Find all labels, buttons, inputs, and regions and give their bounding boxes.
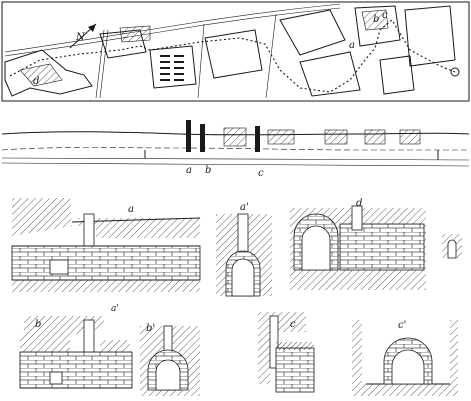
plan-label-c: c bbox=[382, 10, 388, 21]
detail-c-section: c bbox=[258, 312, 315, 393]
profile-label-a: a bbox=[186, 165, 192, 176]
plan-streets bbox=[4, 3, 341, 99]
detail-d-section: d bbox=[290, 198, 426, 290]
detail-a-section: a bbox=[11, 198, 201, 292]
detail-a-prime-section: a' bbox=[216, 202, 272, 297]
longitudinal-profile: a b c bbox=[1, 120, 470, 179]
profile-label-b: b bbox=[205, 165, 211, 176]
north-label: N bbox=[75, 32, 86, 43]
north-arrow: N bbox=[69, 23, 97, 49]
sewer-route bbox=[9, 19, 456, 93]
detail-label-b: b bbox=[35, 319, 41, 330]
detail-label-c-prime: c' bbox=[398, 320, 406, 331]
small-niche-symbol bbox=[442, 234, 462, 259]
site-plan: N d a b c bbox=[1, 1, 470, 102]
plan-label-b: b bbox=[373, 14, 379, 25]
plan-label-d: d bbox=[33, 76, 39, 87]
detail-label-c: c bbox=[290, 319, 296, 330]
detail-label-a-prime: a' bbox=[240, 202, 249, 213]
detail-label-b-prime: b' bbox=[146, 323, 155, 334]
profile-label-c: c bbox=[258, 168, 264, 179]
plan-label-a: a bbox=[349, 40, 355, 51]
detail-mark: a' bbox=[111, 304, 119, 314]
detail-b-section: b a' bbox=[19, 304, 133, 389]
detail-c-prime-section: c' bbox=[352, 320, 458, 396]
detail-b-prime-section: b' bbox=[140, 323, 200, 396]
detail-label-a: a bbox=[128, 204, 134, 215]
detail-label-d: d bbox=[356, 198, 362, 209]
plan-buildings bbox=[4, 5, 456, 97]
